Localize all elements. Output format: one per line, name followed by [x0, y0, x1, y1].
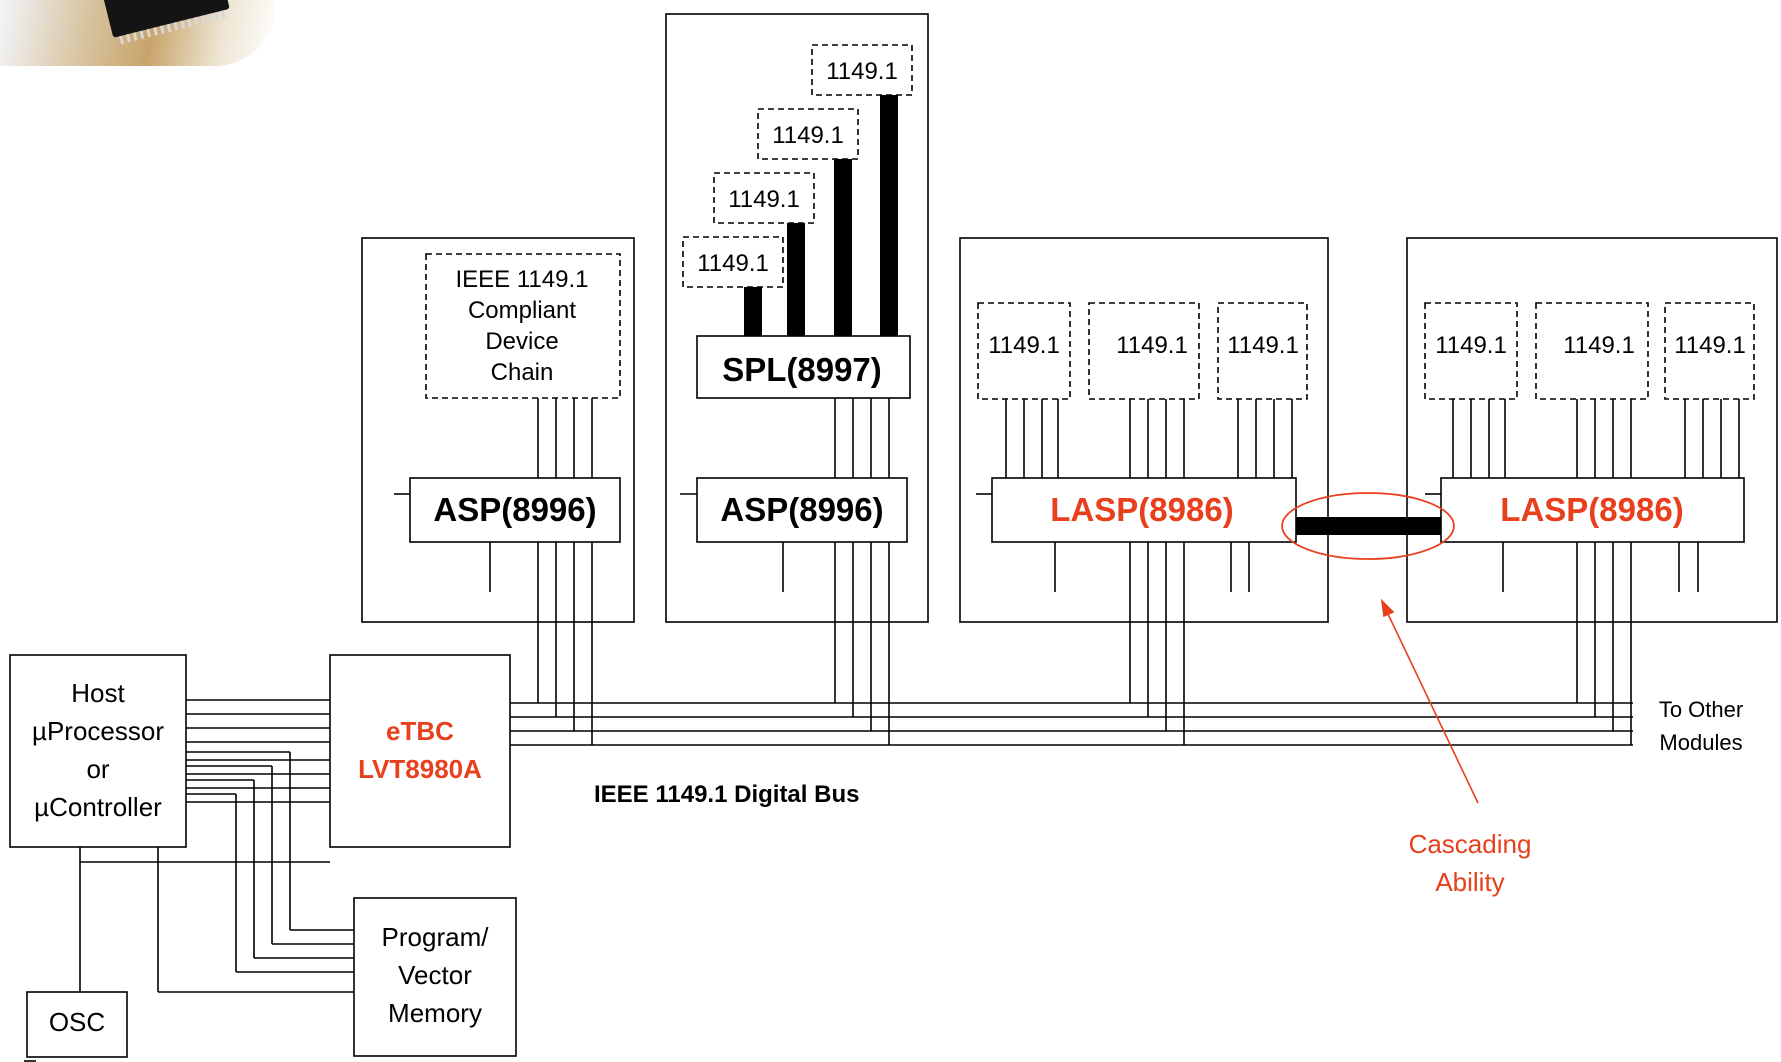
spl-label: SPL(8997)	[722, 351, 882, 388]
lasp-right-chain-box-3	[1664, 302, 1755, 400]
cascading-arrowhead	[1380, 598, 1395, 618]
lasp-right-box	[1440, 477, 1745, 543]
module-box-spl	[665, 13, 929, 623]
spl-chain-box-2	[713, 172, 815, 224]
spl-chain-3: 1149.1	[772, 122, 844, 149]
module-box-lasp-left	[959, 237, 1329, 623]
asp-left-box	[409, 477, 621, 543]
host-line1: Host	[71, 678, 125, 708]
spl-chain-box-3	[757, 108, 859, 160]
etbc-box	[329, 654, 511, 848]
ieee-chain-line2: Compliant	[467, 297, 577, 324]
lasp-right-label: LASP(8986)	[1500, 491, 1684, 528]
cascading-arrow	[1387, 613, 1479, 804]
asp-mid-label: ASP(8996)	[720, 491, 884, 528]
memory-line1: Program/	[381, 922, 489, 952]
lasp-left-chain-2: 1149.1	[1116, 332, 1188, 359]
lasp-left-chain-1: 1149.1	[988, 332, 1060, 359]
memory-line2: Vector	[398, 960, 472, 990]
spl-bar-1	[744, 287, 762, 336]
spl-chain-1: 1149.1	[697, 250, 769, 277]
ieee-chain-line1: IEEE 1149.1	[455, 266, 589, 293]
ieee-chain-line4: Chain	[490, 359, 554, 386]
lasp-right-chain-box-2	[1535, 302, 1649, 400]
spl-chain-box-4	[811, 44, 913, 96]
spl-bar-4	[880, 95, 898, 336]
ieee-chain-line3: Device	[485, 328, 559, 355]
host-line3: or	[86, 754, 110, 784]
spl-chain-4: 1149.1	[826, 58, 898, 85]
host-line2: µProcessor	[31, 716, 165, 746]
cascading-line1: Cascading	[1408, 829, 1532, 859]
spl-chain-2: 1149.1	[728, 186, 800, 213]
asp-mid-box	[696, 477, 908, 543]
module-box-lasp-right	[1406, 237, 1778, 623]
to-other-line2: Modules	[1659, 730, 1743, 755]
chip-logo-image	[0, 0, 275, 66]
bus-label: IEEE 1149.1 Digital Bus	[594, 781, 860, 808]
lasp-right-chain-2: 1149.1	[1563, 332, 1635, 359]
spl-bar-3	[834, 159, 852, 336]
osc-box	[26, 991, 128, 1058]
cascading-highlight	[1281, 492, 1455, 560]
osc-label: OSC	[48, 1007, 106, 1037]
module-box-asp-left	[361, 237, 635, 623]
cascading-line2: Ability	[1435, 867, 1505, 897]
host-box	[9, 654, 187, 848]
lasp-left-chain-3: 1149.1	[1227, 332, 1299, 359]
memory-box	[353, 897, 517, 1057]
lasp-right-chain-1: 1149.1	[1435, 332, 1507, 359]
spl-bar-2	[787, 223, 805, 336]
etbc-line2: LVT8980A	[358, 754, 482, 784]
ieee-chain-box	[425, 253, 621, 399]
lasp-left-chain-box-3	[1217, 302, 1308, 400]
lasp-left-label: LASP(8986)	[1050, 491, 1234, 528]
host-line4: µController	[34, 792, 162, 822]
to-other-line1: To Other	[1658, 697, 1744, 722]
asp-left-label: ASP(8996)	[433, 491, 597, 528]
lasp-right-chain-3: 1149.1	[1674, 332, 1746, 359]
spl-chain-box-1	[682, 236, 784, 288]
lasp-left-box	[991, 477, 1297, 543]
lasp-left-chain-box-2	[1088, 302, 1200, 400]
etbc-line1: eTBC	[386, 716, 454, 746]
memory-line3: Memory	[388, 998, 482, 1028]
cascading-connector	[1296, 517, 1441, 535]
